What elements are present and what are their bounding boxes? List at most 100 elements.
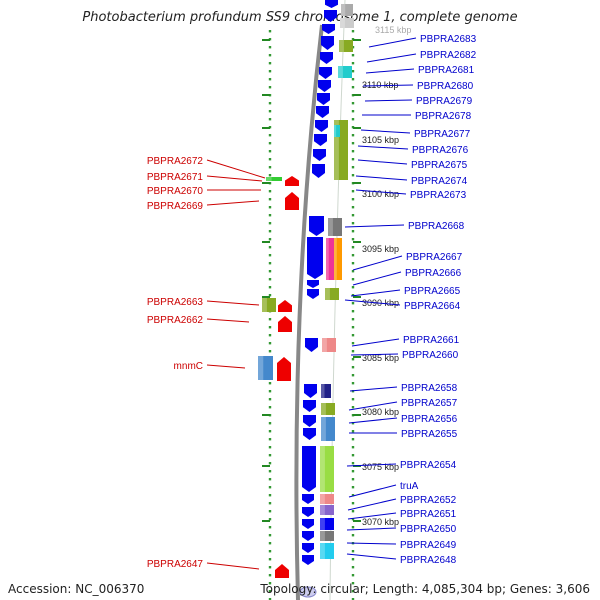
tick-track-right	[351, 302, 355, 305]
tick-track-left	[268, 574, 272, 577]
label-leader-line	[346, 542, 397, 545]
feature-block	[326, 238, 334, 280]
gene-label-left: PBPRA2662	[147, 315, 204, 326]
feature-block	[328, 218, 342, 236]
tick-track-right	[351, 406, 355, 409]
tick-track-left	[268, 326, 272, 329]
tick-track-right	[351, 446, 355, 449]
gene-label-right: PBPRA2656	[401, 414, 458, 425]
tick-track-left	[268, 46, 272, 49]
tick-track-right	[351, 366, 355, 369]
kbp-marker: 3095 kbp	[362, 244, 399, 254]
tick-track-right	[351, 550, 355, 553]
tick-track-left	[268, 118, 272, 121]
reverse-gene-arrow	[324, 10, 337, 22]
feature-block-shade	[321, 429, 326, 441]
reverse-gene-arrow	[321, 36, 334, 50]
tick-track-right	[351, 494, 355, 497]
feature-block	[334, 166, 348, 180]
reverse-gene-arrow	[302, 446, 316, 492]
feature-block-shade	[262, 298, 267, 312]
reverse-gene-arrow	[318, 80, 331, 92]
chromosome-backbone	[294, 24, 324, 600]
tick-track-right	[351, 142, 355, 145]
tick-track-left	[268, 206, 272, 209]
gene-label-right: PBPRA2679	[416, 96, 473, 107]
tick-track-right	[351, 382, 355, 385]
tick-track-left	[268, 406, 272, 409]
tick-track-right	[351, 230, 355, 233]
label-leader-line	[344, 224, 405, 228]
tick-track-right	[351, 86, 355, 89]
gene-label-right: PBPRA2651	[400, 509, 457, 520]
tick-track-right	[351, 334, 355, 337]
tick-track-left	[268, 78, 272, 81]
feature-block	[258, 356, 273, 380]
forward-gene-arrow	[285, 192, 299, 210]
reverse-gene-arrow	[315, 120, 328, 132]
label-leader-line	[352, 271, 402, 286]
reverse-gene-arrow	[307, 289, 319, 299]
kbp-marker: 3080 kbp	[362, 407, 399, 417]
tick-track-right	[351, 326, 355, 329]
label-leader-line	[348, 484, 397, 498]
feature-block-shade	[325, 288, 330, 300]
tick-track-right	[351, 398, 355, 401]
label-leader-line	[206, 200, 260, 206]
label-leader-line	[355, 189, 407, 195]
tick-track-left	[268, 54, 272, 57]
reverse-gene-arrow	[302, 494, 314, 504]
tick-track-left	[268, 558, 272, 561]
label-leader-line	[346, 527, 397, 531]
tick-track-right	[351, 574, 355, 577]
tick-track-left	[268, 214, 272, 217]
tick-track-right	[351, 70, 355, 73]
gene-label-right: PBPRA2660	[402, 350, 459, 361]
label-leader-line	[206, 175, 263, 182]
feature-block-shade	[258, 356, 264, 380]
reverse-gene-arrow	[303, 400, 316, 412]
feature-block	[320, 446, 334, 492]
gene-label-right: PBPRA2681	[418, 65, 475, 76]
tick-track-right	[351, 478, 355, 481]
tick-track-left	[268, 494, 272, 497]
feature-block-shade	[320, 531, 325, 541]
tick-track-right	[351, 566, 355, 569]
gene-label-right: PBPRA2683	[420, 34, 477, 45]
label-leader-line	[364, 99, 413, 102]
label-leader-line	[344, 299, 401, 306]
feature-block	[321, 384, 331, 398]
reverse-gene-arrow	[313, 149, 326, 161]
feature-block-shade	[334, 120, 339, 166]
tick-track-left	[268, 422, 272, 425]
label-leader-line	[206, 562, 260, 570]
tick-track-right	[351, 374, 355, 377]
tick-track-left	[268, 190, 272, 193]
gene-label-right: PBPRA2654	[400, 460, 457, 471]
feature-block	[321, 429, 335, 441]
reverse-gene-arrow	[325, 0, 338, 8]
reverse-gene-arrow	[303, 415, 316, 427]
label-leader-line	[347, 498, 397, 511]
diagram-title: Photobacterium profundum SS9 chromosome …	[82, 10, 518, 25]
tick-track-left	[268, 526, 272, 529]
tick-track-left	[268, 70, 272, 73]
tick-track-right	[351, 110, 355, 113]
gene-label-left: PBPRA2663	[147, 297, 204, 308]
tick-track-right	[351, 198, 355, 201]
gene-label-left: PBPRA2647	[147, 559, 204, 570]
label-leader-line	[357, 159, 408, 165]
label-leader-line	[366, 53, 417, 63]
tick-track-right	[351, 598, 355, 600]
tick-track-left	[268, 318, 272, 321]
tick-track-left	[268, 430, 272, 433]
tick-track-right	[351, 238, 355, 241]
kbp-marker: 3070 kbp	[362, 517, 399, 527]
tick-track-left	[268, 582, 272, 585]
tick-track-right	[351, 254, 355, 257]
label-leader-line	[206, 364, 246, 369]
tick-track-left	[268, 222, 272, 225]
tick-track-right	[351, 206, 355, 209]
feature-block	[321, 417, 335, 429]
tick-track-left	[268, 566, 272, 569]
